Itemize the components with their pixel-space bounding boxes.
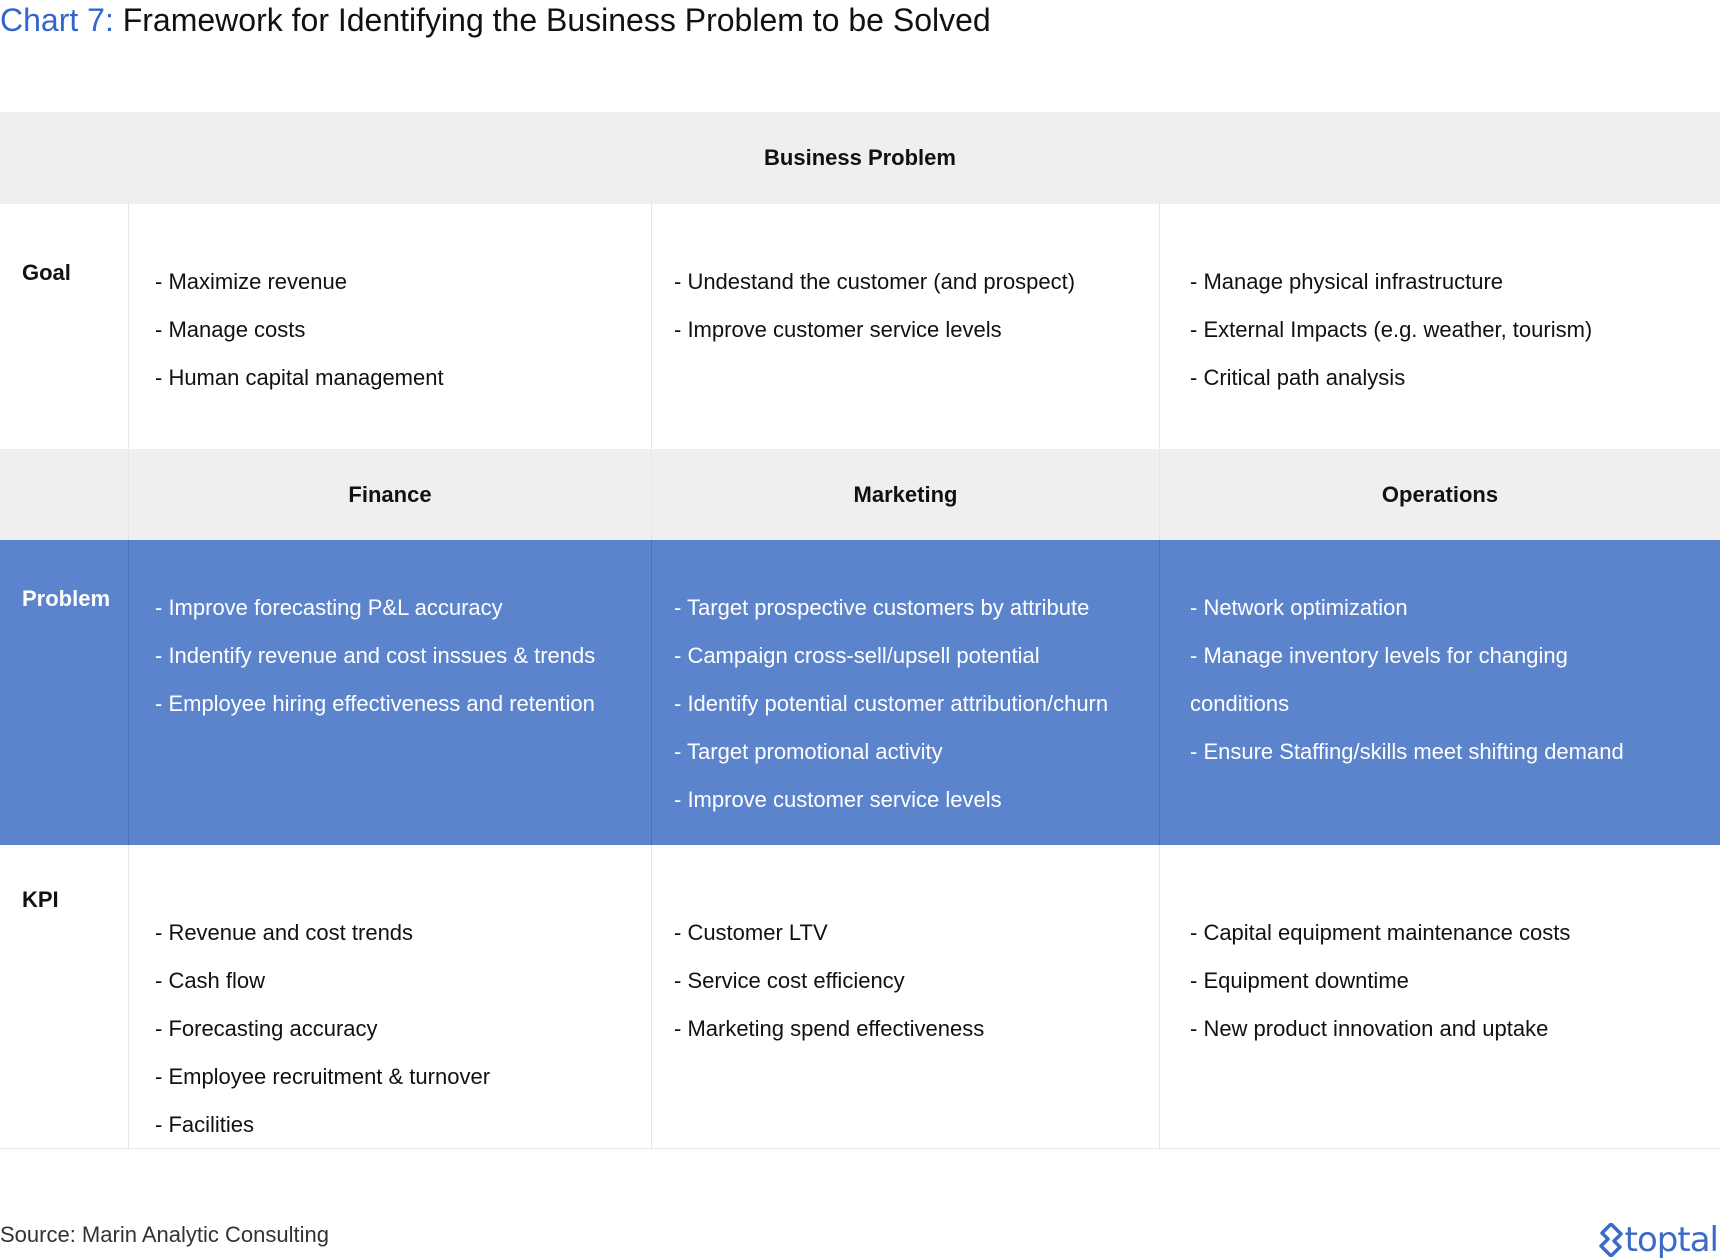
- list-item: - Network optimization: [1190, 595, 1408, 620]
- problem-operations-cell: - Network optimization - Manage inventory…: [1159, 540, 1720, 845]
- kpi-label: KPI: [22, 887, 59, 912]
- list-item: - Marketing spend effectiveness: [674, 1016, 985, 1041]
- source-note: Source: Marin Analytic Consulting: [0, 1222, 329, 1247]
- problem-operations-list: - Network optimization - Manage inventory…: [1160, 540, 1720, 776]
- list-item: - Manage inventory levels for changing: [1190, 643, 1568, 668]
- list-item: - Cash flow: [155, 968, 266, 993]
- goal-operations-cell: - Manage physical infrastructure - Extern…: [1159, 204, 1720, 449]
- dept-marketing: Marketing: [651, 449, 1159, 540]
- list-item: - Employee recruitment & turnover: [155, 1064, 491, 1089]
- departments-row: Finance Marketing Operations: [0, 449, 1720, 540]
- list-item: - External Impacts (e.g. weather, touris…: [1190, 317, 1593, 342]
- list-item: - Customer LTV: [674, 920, 828, 945]
- problem-label: Problem: [22, 586, 111, 611]
- business-problem-header: Business Problem: [0, 112, 1720, 204]
- list-item: - Ensure Staffing/skills meet shifting d…: [1190, 739, 1624, 764]
- list-item: - Service cost efficiency: [674, 968, 905, 993]
- kpi-operations-list: - Capital equipment maintenance costs - E…: [1160, 845, 1720, 1053]
- list-item: - Improve customer service levels: [674, 317, 1002, 342]
- list-item: - Manage physical infrastructure: [1190, 269, 1504, 294]
- problem-marketing-list: - Target prospective customers by attrib…: [652, 540, 1159, 824]
- problem-row: Problem - Improve forecasting P&L accura…: [0, 540, 1720, 845]
- list-item: - New product innovation and uptake: [1190, 1016, 1549, 1041]
- goal-operations-list: - Manage physical infrastructure - Extern…: [1160, 204, 1720, 402]
- list-item: - Target promotional activity: [674, 739, 943, 764]
- chart-number: Chart 7:: [0, 2, 114, 38]
- chart-title-text: Framework for Identifying the Business P…: [122, 2, 991, 38]
- toptal-logo-text: toptal: [1624, 1220, 1719, 1260]
- list-item: - Critical path analysis: [1190, 365, 1406, 390]
- kpi-marketing-list: - Customer LTV - Service cost efficiency -…: [652, 845, 1159, 1053]
- business-problem-label: Business Problem: [764, 145, 956, 170]
- kpi-finance-list: - Revenue and cost trends - Cash flow - Fo…: [129, 845, 651, 1149]
- framework-table: Business Problem Goal - Maximize revenue…: [0, 112, 1720, 1149]
- list-item: - Improve forecasting P&L accuracy: [155, 595, 503, 620]
- goal-finance-list: - Maximize revenue - Manage costs - Human …: [129, 204, 651, 402]
- list-item: - Indentify revenue and cost inssues & t…: [155, 643, 596, 668]
- list-item: conditions: [1190, 691, 1290, 716]
- list-item: - Capital equipment maintenance costs: [1190, 920, 1571, 945]
- list-item: - Identify potential customer attributio…: [674, 691, 1109, 716]
- list-item: - Campaign cross-sell/upsell potential: [674, 643, 1040, 668]
- list-item: - Facilities: [155, 1112, 255, 1137]
- list-item: - Improve customer service levels: [674, 787, 1002, 812]
- list-item: - Revenue and cost trends: [155, 920, 414, 945]
- kpi-row: KPI - Revenue and cost trends - Cash flow…: [0, 845, 1720, 1149]
- list-item: - Equipment downtime: [1190, 968, 1409, 993]
- kpi-operations-cell: - Capital equipment maintenance costs - E…: [1159, 845, 1720, 1148]
- list-item: - Maximize revenue: [155, 269, 347, 294]
- goal-marketing-list: - Undestand the customer (and prospect) -…: [652, 204, 1159, 354]
- chart-title: Chart 7: Framework for Identifying the B…: [0, 0, 991, 40]
- kpi-finance-cell: - Revenue and cost trends - Cash flow - Fo…: [128, 845, 651, 1148]
- list-item: - Human capital management: [155, 365, 444, 390]
- toptal-logo: toptal: [1598, 1220, 1719, 1260]
- goal-marketing-cell: - Undestand the customer (and prospect) -…: [651, 204, 1159, 449]
- goal-label: Goal: [22, 260, 71, 285]
- list-item: - Undestand the customer (and prospect): [674, 269, 1076, 294]
- problem-finance-list: - Improve forecasting P&L accuracy - Inde…: [129, 540, 651, 728]
- kpi-marketing-cell: - Customer LTV - Service cost efficiency -…: [651, 845, 1159, 1148]
- goal-row: Goal - Maximize revenue - Manage costs - H…: [0, 204, 1720, 449]
- departments-spacer: [0, 449, 128, 540]
- dept-finance: Finance: [128, 449, 651, 540]
- list-item: - Employee hiring effectiveness and rete…: [155, 691, 595, 716]
- goal-finance-cell: - Maximize revenue - Manage costs - Human …: [128, 204, 651, 449]
- list-item: - Target prospective customers by attrib…: [674, 595, 1090, 620]
- problem-marketing-cell: - Target prospective customers by attrib…: [651, 540, 1159, 845]
- dept-operations: Operations: [1159, 449, 1720, 540]
- list-item: - Manage costs: [155, 317, 306, 342]
- list-item: - Forecasting accuracy: [155, 1016, 378, 1041]
- problem-finance-cell: - Improve forecasting P&L accuracy - Inde…: [128, 540, 651, 845]
- toptal-logo-icon: [1598, 1223, 1623, 1257]
